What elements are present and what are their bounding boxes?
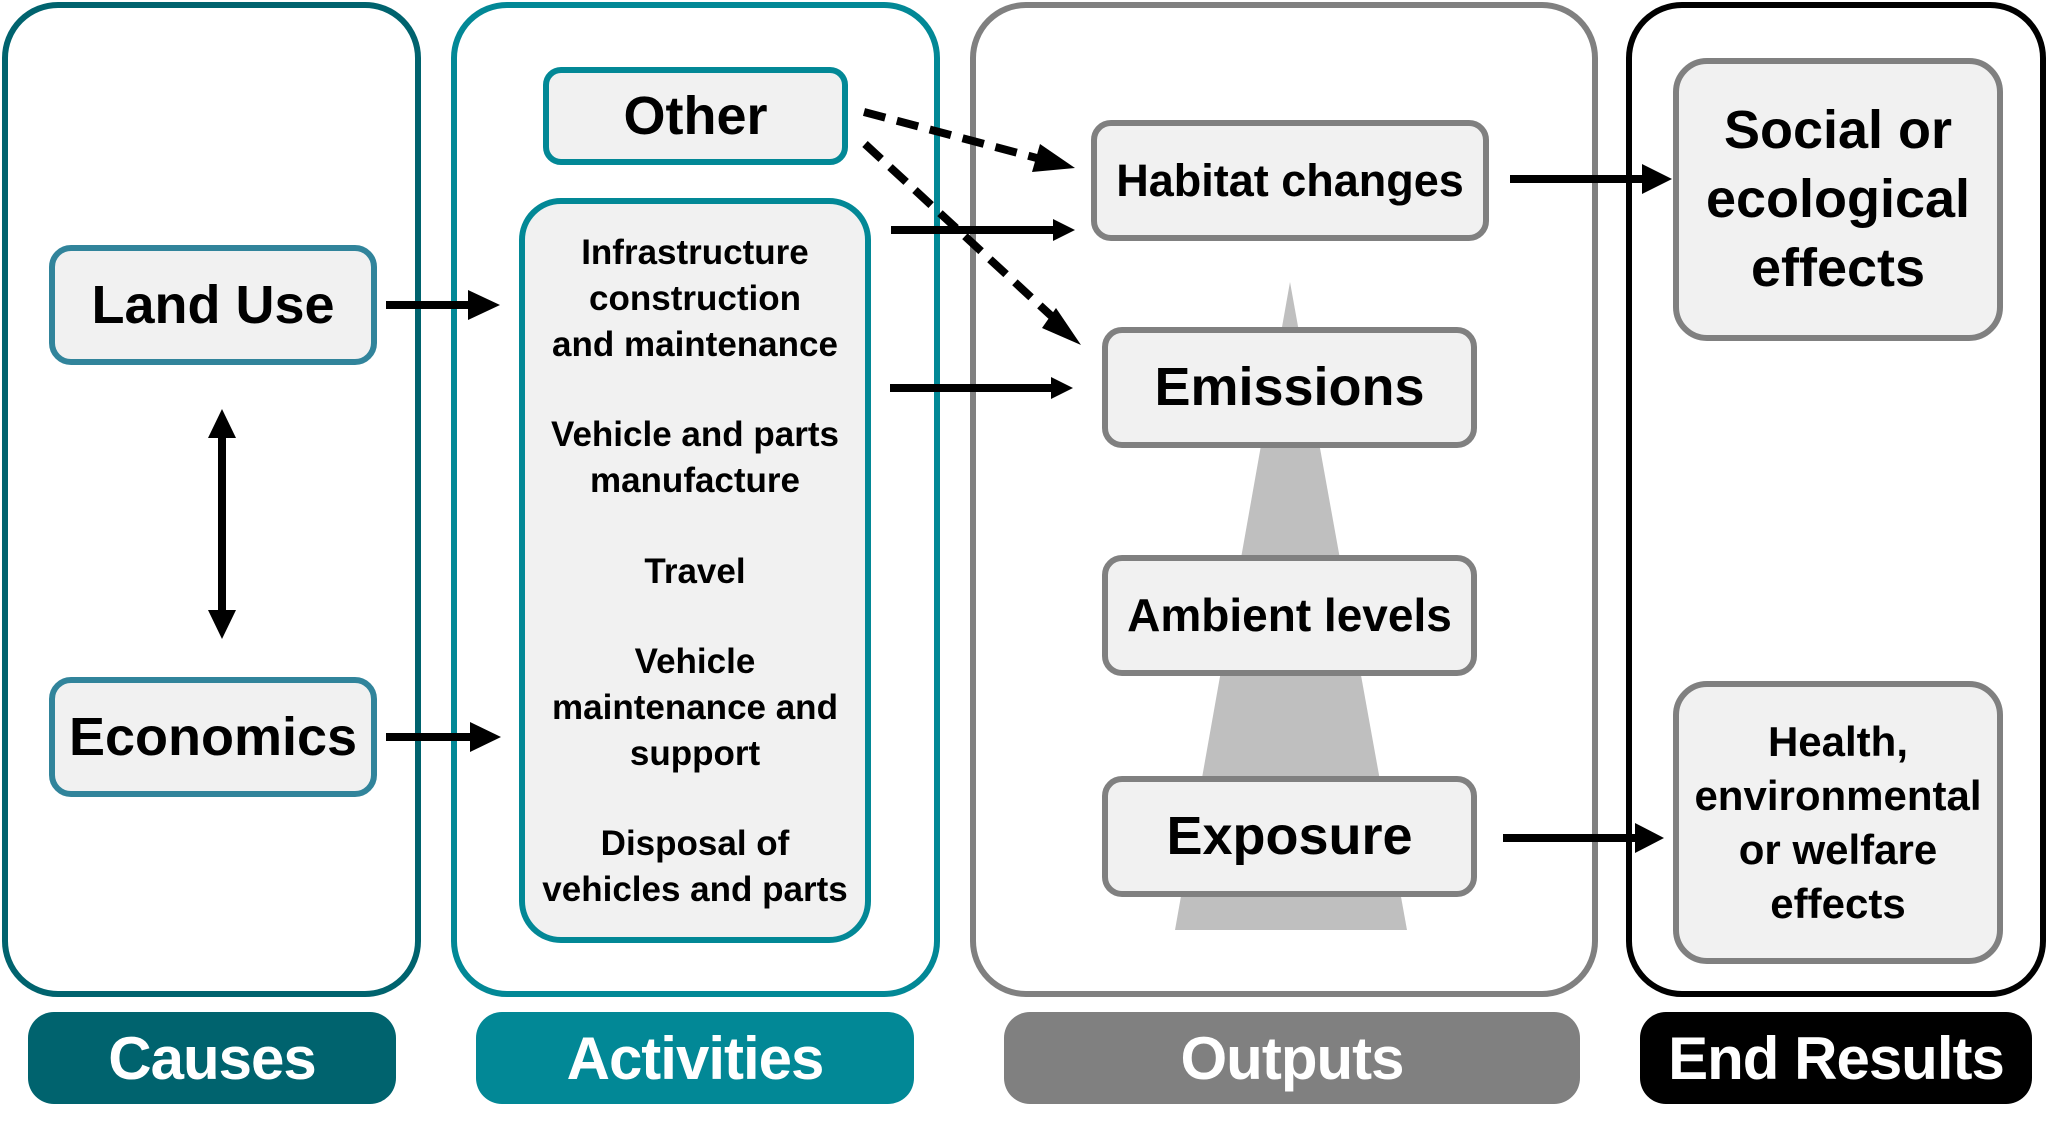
health-effects-label: Health, environmental or welfare effects [1694, 717, 1982, 927]
activity-manufacture: Vehicle and parts manufacture [551, 415, 839, 501]
exposure-label: Exposure [1166, 806, 1413, 867]
land-use-box: Land Use [49, 245, 377, 365]
causes-label-badge: Causes [28, 1012, 396, 1104]
social-ecological-effects-box: Social or ecological effects [1673, 58, 2003, 341]
other-label: Other [623, 85, 768, 146]
health-effects-box: Health, environmental or welfare effects [1673, 681, 2003, 964]
end-results-label: End Results [1668, 1024, 2005, 1092]
causes-panel [2, 2, 421, 997]
land-use-label: Land Use [91, 274, 335, 335]
ambient-levels-label: Ambient levels [1127, 588, 1452, 641]
emissions-box: Emissions [1102, 327, 1477, 448]
end-results-label-badge: End Results [1640, 1012, 2032, 1104]
activities-label-badge: Activities [476, 1012, 914, 1104]
activity-travel: Travel [644, 551, 746, 591]
outputs-label-badge: Outputs [1004, 1012, 1580, 1104]
activity-infrastructure: Infrastructure construction and maintena… [552, 233, 838, 364]
exposure-box: Exposure [1102, 776, 1477, 897]
activities-label: Activities [566, 1024, 825, 1092]
other-box: Other [543, 67, 848, 165]
habitat-changes-label: Habitat changes [1116, 154, 1464, 206]
habitat-changes-box: Habitat changes [1091, 120, 1489, 241]
ambient-levels-box: Ambient levels [1102, 555, 1477, 676]
activity-disposal: Disposal of vehicles and parts [542, 824, 848, 909]
emissions-label: Emissions [1154, 357, 1425, 418]
activities-list-box: Infrastructure construction and maintena… [519, 198, 871, 943]
outputs-label: Outputs [1180, 1024, 1405, 1092]
causes-label: Causes [108, 1024, 316, 1092]
social-ecological-effects-label: Social or ecological effects [1705, 100, 1971, 298]
activity-maintenance: Vehicle maintenance and support [552, 641, 838, 773]
economics-box: Economics [49, 677, 377, 797]
economics-label: Economics [68, 706, 358, 767]
